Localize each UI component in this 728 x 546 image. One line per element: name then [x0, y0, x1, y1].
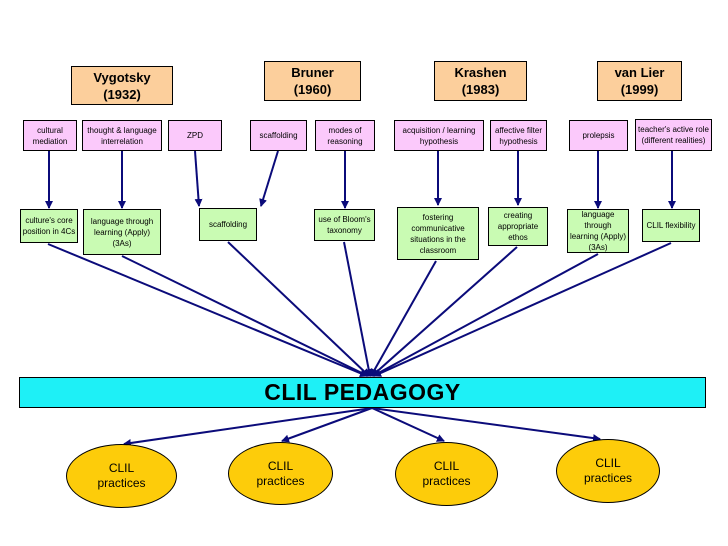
theorist-name: Krashen	[454, 65, 507, 80]
outcome-clil-practices-1: CLIL practices	[66, 444, 177, 508]
converge-line-5	[370, 260, 437, 377]
outcome-clil-practices-3: CLIL practices	[395, 442, 498, 506]
concept-teacher-role: teacher's active role (different realiti…	[635, 119, 712, 151]
concept-cultural-mediation: cultural mediation	[23, 120, 77, 151]
theorist-van-lier: van Lier (1999)	[597, 61, 682, 101]
outcome-clil-practices-2: CLIL practices	[228, 442, 333, 505]
concept-scaffolding: scaffolding	[250, 120, 307, 151]
practice-language-through-learning-2: language through learning (Apply) (3As)	[567, 209, 629, 253]
theorist-krashen: Krashen (1983)	[434, 61, 527, 101]
theorist-vygotsky: Vygotsky(1932)	[71, 66, 173, 105]
practice-culture-core: culture's core position in 4Cs	[20, 209, 78, 243]
practice-clil-flexibility: CLIL flexibility	[642, 209, 700, 242]
diverge-line-4	[371, 407, 601, 443]
concept-modes-of-reasoning: modes of reasoning	[315, 120, 375, 151]
theorist-year: (1983)	[461, 82, 500, 97]
converge-line-7	[372, 253, 599, 377]
concept-thought-language: thought & language interrelation	[82, 120, 162, 151]
theorist-year: (1960)	[293, 82, 332, 97]
theorist-bruner: Bruner (1960)	[264, 61, 361, 101]
practice-scaffolding: scaffolding	[199, 208, 257, 241]
practice-language-through-learning: language through learning (Apply) (3As)	[83, 209, 161, 255]
converge-line-2	[121, 255, 369, 377]
theorist-year: (1999)	[620, 82, 659, 97]
concept-zpd: ZPD	[168, 120, 222, 151]
practice-communicative-situations: fostering communicative situations in th…	[397, 207, 479, 260]
converge-line-1	[47, 243, 368, 378]
practice-blooms-taxonomy: use of Bloom's taxonomy	[314, 209, 375, 241]
converge-line-6	[371, 246, 518, 377]
diverge-line-2	[281, 407, 373, 443]
diverge-line-3	[371, 407, 445, 442]
theorist-year: (1932)	[103, 86, 141, 102]
arrow-scaffolding	[259, 150, 279, 207]
outcome-clil-practices-4: CLIL practices	[556, 439, 660, 503]
arrow-zpd	[194, 150, 203, 207]
theorist-name: Bruner	[291, 65, 334, 80]
concept-acquisition-hypothesis: acquisition / learning hypothesis	[394, 120, 484, 151]
diverge-line-1	[123, 407, 373, 447]
converge-line-8	[373, 242, 672, 377]
converge-line-3	[227, 241, 370, 377]
theorist-name: Vygotsky	[93, 69, 151, 85]
theorist-name: van Lier	[614, 65, 665, 80]
clil-pedagogy-banner: CLIL PEDAGOGY	[19, 377, 706, 408]
converge-line-4	[343, 241, 373, 377]
concept-prolepsis: prolepsis	[569, 120, 628, 151]
practice-appropriate-ethos: creating appropriate ethos	[488, 207, 548, 246]
concept-affective-filter: affective filter hypothesis	[490, 120, 547, 151]
